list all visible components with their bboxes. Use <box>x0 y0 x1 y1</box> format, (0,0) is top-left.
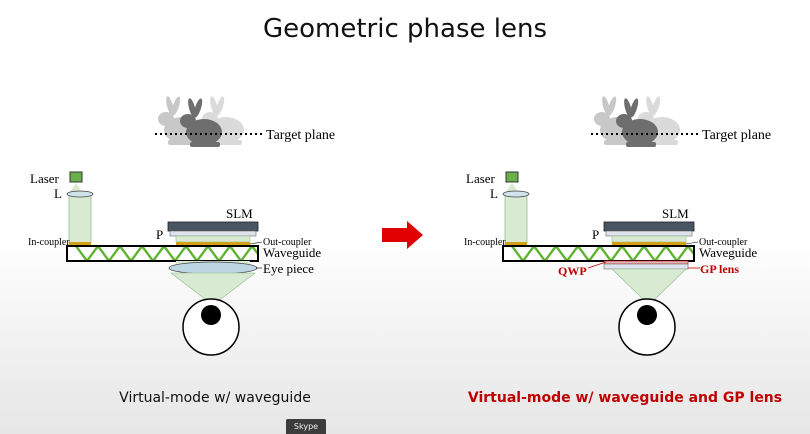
in-coupler-label-right: In-coupler <box>464 237 506 248</box>
target-plane-label: Target plane <box>266 128 335 143</box>
slm-label-right: SLM <box>662 206 689 221</box>
bunny-images <box>158 95 244 147</box>
waveguide-zigzag <box>75 246 258 261</box>
target-plane-label-right: Target plane <box>702 128 771 143</box>
laser-label: Laser <box>30 171 60 186</box>
polarizer-p-right <box>605 230 693 237</box>
out-coupler-right <box>612 242 686 246</box>
polarizer-label: P <box>156 227 163 242</box>
in-coupler <box>69 242 91 246</box>
eye-right <box>618 298 676 356</box>
qwp <box>603 260 689 265</box>
in-coupler-right <box>505 242 527 246</box>
polarizer-p <box>169 230 257 237</box>
bunny-images-right <box>594 95 680 147</box>
laser-source <box>69 171 83 183</box>
focusing-cone-right <box>611 268 687 306</box>
slm-right <box>603 221 695 232</box>
collimated-beam-right <box>504 192 528 244</box>
eye-piece-label: Eye piece <box>263 261 314 276</box>
waveguide-label: Waveguide <box>263 245 321 260</box>
laser-source-right <box>505 171 519 183</box>
slm-beam <box>175 235 251 243</box>
qwp-label: QWP <box>558 264 587 278</box>
out-coupler-label: Out-coupler <box>263 237 312 248</box>
lens-l <box>66 190 94 198</box>
waveguide <box>66 245 259 262</box>
eye-pupil-right <box>637 305 657 325</box>
slide-title: Geometric phase lens <box>262 14 547 44</box>
gp-lens <box>603 263 689 270</box>
lens-label: L <box>54 186 62 201</box>
slm <box>167 221 259 232</box>
polarizer-label-right: P <box>592 227 599 242</box>
waveguide-right <box>502 245 695 262</box>
slm-label: SLM <box>226 206 253 221</box>
waveguide-label-right: Waveguide <box>699 245 757 260</box>
eye-pupil <box>201 305 221 325</box>
laser-beam-cone <box>69 183 83 193</box>
laser-label-right: Laser <box>466 171 496 186</box>
caption-right: Virtual-mode w/ waveguide and GP lens <box>467 390 783 406</box>
right-diagram: Target plane Laser L In-coupler SLM P Ou… <box>464 95 771 356</box>
focusing-cone <box>170 272 256 306</box>
eye-piece-lens <box>168 261 258 275</box>
lens-label-right: L <box>490 186 498 201</box>
skype-badge[interactable]: Skype <box>286 419 326 434</box>
out-coupler <box>176 242 250 246</box>
waveguide-zigzag-right <box>511 246 694 261</box>
out-coupler-label-right: Out-coupler <box>699 237 748 248</box>
left-diagram: Target plane Laser L In-coupler SLM P Ou… <box>28 95 335 356</box>
lens-l-right <box>502 190 530 198</box>
transition-arrow <box>382 221 423 249</box>
collimated-beam <box>68 192 92 244</box>
caption-left: Virtual-mode w/ waveguide <box>119 390 311 406</box>
eye <box>182 298 240 356</box>
gp-lens-label: GP lens <box>700 262 739 276</box>
in-coupler-label: In-coupler <box>28 237 70 248</box>
